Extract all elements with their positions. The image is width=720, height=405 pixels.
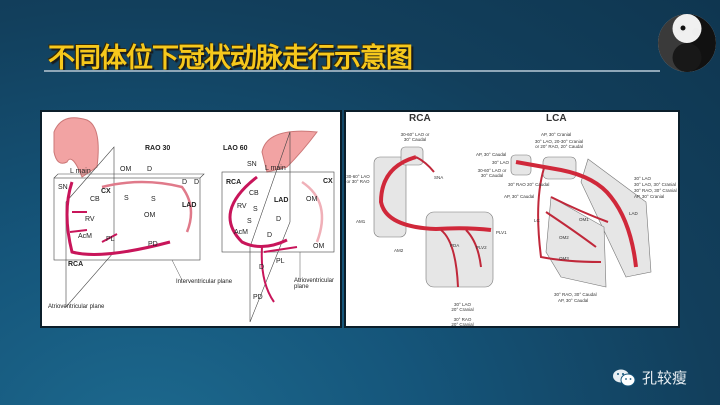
vessel-label: AM2 (394, 248, 404, 253)
projection-note: 30° RAO 20° Caudal (508, 182, 550, 187)
title-underline (44, 70, 660, 72)
label: L main (70, 168, 91, 175)
label: OM (313, 243, 325, 250)
label: PL (106, 236, 115, 243)
label: AcM (78, 233, 92, 240)
label: D (276, 216, 282, 223)
label: D (182, 179, 188, 186)
label: D (267, 232, 273, 239)
panda-logo-icon (658, 14, 716, 72)
vessel-label: PLV2 (476, 245, 487, 250)
projection-note: AP, 30° Cranial (541, 132, 572, 137)
label: OM (144, 212, 156, 219)
projection-note: 30° RAO, 30° Caudal (554, 292, 597, 297)
label: SN (58, 184, 68, 191)
vessel-label: OM3 (559, 256, 569, 261)
av-plane-label: Atrioventricular plane (294, 278, 335, 290)
watermark-text: 孔较瘦 (642, 369, 688, 387)
label: D (194, 179, 200, 186)
vessel-label: OM1 (579, 217, 589, 222)
watermark: 孔较瘦 (612, 367, 687, 388)
vessel-label: LC (534, 218, 540, 223)
vessel-label: LAD (629, 211, 638, 216)
coronary-planes-figure: RAO 30 LAO 60 L main OM D D D SN CX CB S… (40, 110, 342, 328)
vessel-label: PLV1 (496, 230, 507, 235)
view-label-rao30: RAO 30 (145, 145, 171, 152)
projection-note: 30° LAO (492, 160, 510, 165)
vessel-label: AM1 (356, 219, 366, 224)
projection-note: AP, 30° Caudal (476, 152, 507, 157)
label: D (147, 166, 153, 173)
projection-note: AP, 30° Cranial (634, 194, 665, 199)
coronary-planes-drawing (53, 117, 335, 323)
label: LAD (182, 202, 197, 209)
projection-note: 30° LAO 20° Cranial (451, 302, 474, 312)
label: CB (249, 190, 259, 197)
label: PD (253, 294, 263, 301)
rca-title: RCA (409, 113, 431, 124)
label: S (151, 196, 156, 203)
label: RV (85, 216, 95, 223)
projection-note: 30° LAO, 30° Cranial (634, 182, 676, 187)
label: S (253, 206, 258, 213)
rca-lca-projection-figure: RCA LCA 30-60° LAO or 30° Caudal 30-60° … (344, 110, 680, 328)
projection-note: AP, 30° Caudal (558, 298, 589, 303)
iv-plane-label: Interventricular plane (176, 279, 233, 285)
projection-note: 30-60° LAO or 30° Caudal (477, 168, 507, 178)
projection-note: 30° RAO 20° Cranial (451, 317, 474, 327)
projection-note: 30-60° LAO or 30° RAO (346, 174, 370, 184)
rca-lca-drawing (373, 146, 652, 288)
label: OM (306, 196, 318, 203)
vessel-label: OM2 (559, 235, 569, 240)
projection-note: 30° LAO, 20-30° Cranial or 20° RAO, 20° … (534, 139, 584, 149)
label: CB (90, 196, 100, 203)
label: RCA (68, 261, 84, 268)
label: RCA (226, 179, 242, 186)
label: S (124, 195, 129, 202)
view-label-lao60: LAO 60 (223, 145, 248, 152)
projection-note: 30° RAO, 30° Cranial (634, 188, 677, 193)
label: PD (148, 241, 158, 248)
label: S (247, 218, 252, 225)
projection-note: AP, 30° Caudal (504, 194, 535, 199)
label: CX (323, 178, 333, 185)
lca-title: LCA (546, 113, 567, 124)
wechat-icon (613, 369, 636, 386)
label: OM (120, 166, 132, 173)
vessel-label: SNA (434, 175, 444, 180)
label: RV (237, 203, 247, 210)
vessel-label: PDA (450, 243, 460, 248)
label: LAD (274, 197, 289, 204)
projection-note: 30-60° LAO or 30° Caudal (400, 132, 430, 142)
label: SN (247, 161, 257, 168)
label: L main (265, 165, 286, 172)
label: CX (101, 188, 111, 195)
label: PL (276, 258, 285, 265)
av-plane-label: Atrioventricular plane (48, 304, 105, 310)
label: D (259, 264, 265, 271)
projection-note: 30° LAO (634, 176, 652, 181)
slide-title: 不同体位下冠状动脉走行示意图 (48, 43, 413, 74)
label: AcM (234, 229, 248, 236)
